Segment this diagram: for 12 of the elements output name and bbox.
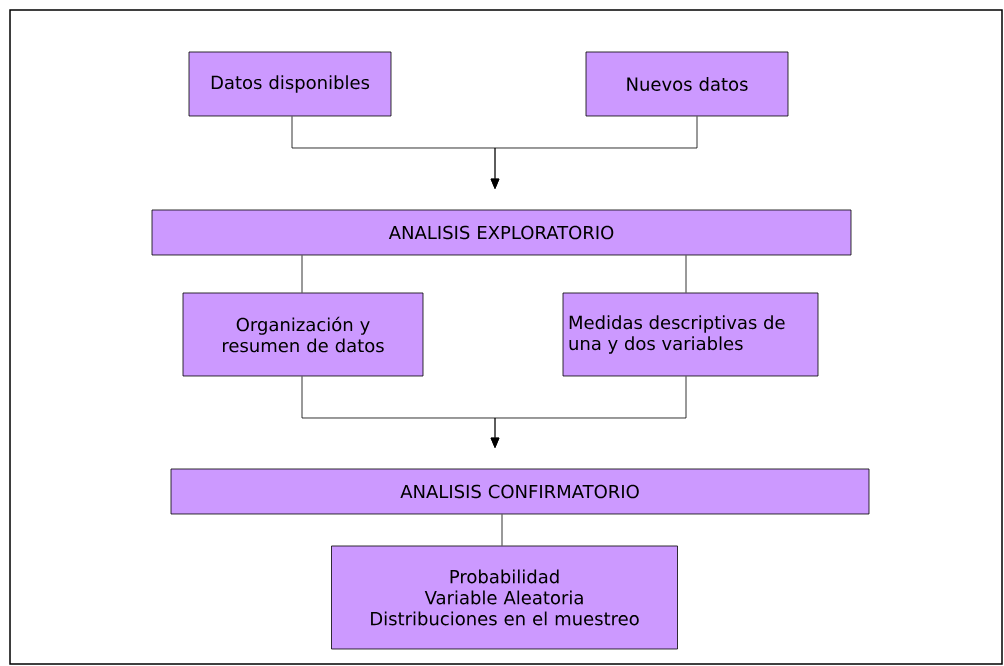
process-box: Probabilidad Variable Aleatoria Distribuciones en el muestreo [331,545,678,650]
connector [490,376,687,448]
process-box: Organización y resumen de datos [182,292,424,377]
process-box: Nuevos datos [585,51,789,117]
process-box: Datos disponibles [188,51,392,117]
process-box: Medidas descriptivas de una y dos variables [562,292,819,377]
connector [301,255,303,293]
connector [490,116,698,189]
process-box: ANALISIS CONFIRMATORIO [170,468,870,515]
connector [501,514,503,546]
process-box: ANALISIS EXPLORATORIO [151,209,852,256]
connector [685,255,687,293]
